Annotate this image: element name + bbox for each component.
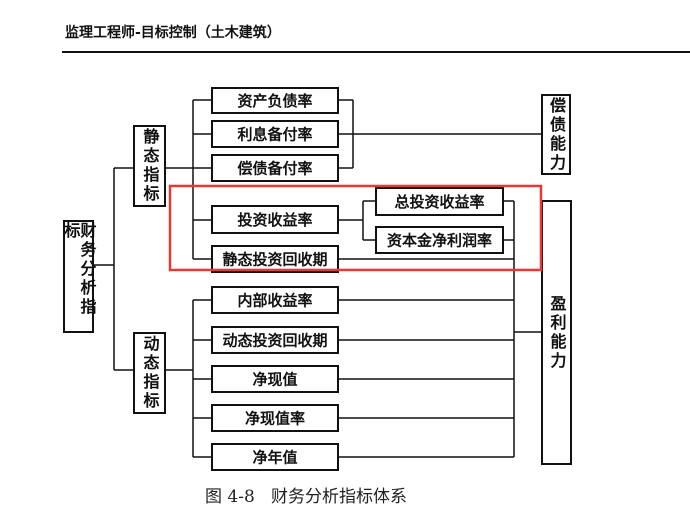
static-item-box: 资产负债率: [211, 87, 339, 114]
profitability-label: 盈利能力: [547, 294, 567, 371]
indicator-label: 利息备付率: [237, 126, 312, 144]
investment-sub-item-box: 资本金净利润率: [375, 226, 504, 254]
profitability-box: 盈利能力: [541, 200, 572, 465]
indicator-label: 动态投资回收期: [222, 332, 327, 350]
indicator-label: 净年值: [252, 449, 297, 467]
dynamic-item-box: 净现值: [211, 365, 339, 393]
static-indicators-box: 静态指标: [133, 125, 166, 207]
dynamic-item-box: 动态投资回收期: [211, 326, 339, 354]
page-header-title: 监理工程师-目标控制（土木建筑）: [65, 25, 281, 41]
indicator-label: 内部收益率: [237, 292, 312, 310]
static-group-label: 静态指标: [140, 128, 160, 204]
static-item-box: 利息备付率: [211, 120, 339, 148]
indicator-label: 净现值率: [245, 410, 305, 428]
solvency-box: 偿债能力: [541, 94, 571, 175]
indicator-label: 静态投资回收期: [222, 251, 327, 269]
static-item-box: 投资收益率: [211, 205, 339, 234]
dynamic-item-box: 内部收益率: [211, 286, 339, 314]
indicator-label: 总投资收益率: [394, 193, 484, 211]
static-item-box: 静态投资回收期: [211, 245, 339, 273]
root-label: 财务分析指标: [61, 222, 97, 317]
dynamic-group-label: 动态指标: [140, 335, 160, 411]
indicator-label: 净现值: [252, 371, 297, 389]
dynamic-item-box: 净年值: [211, 443, 339, 471]
root-box-financial-indicators: 财务分析指标: [61, 220, 97, 333]
static-item-box: 偿债备付率: [211, 154, 339, 182]
investment-sub-item-box: 总投资收益率: [375, 187, 504, 216]
indicator-label: 资产负债率: [237, 92, 312, 110]
solvency-label: 偿债能力: [547, 96, 566, 173]
dynamic-indicators-box: 动态指标: [133, 332, 166, 414]
indicator-label: 投资收益率: [237, 211, 312, 229]
indicator-label: 资本金净利润率: [387, 232, 492, 250]
figure-caption: 图 4-8 财务分析指标体系: [205, 487, 407, 507]
indicator-label: 偿债备付率: [237, 160, 312, 178]
dynamic-item-box: 净现值率: [211, 404, 339, 432]
